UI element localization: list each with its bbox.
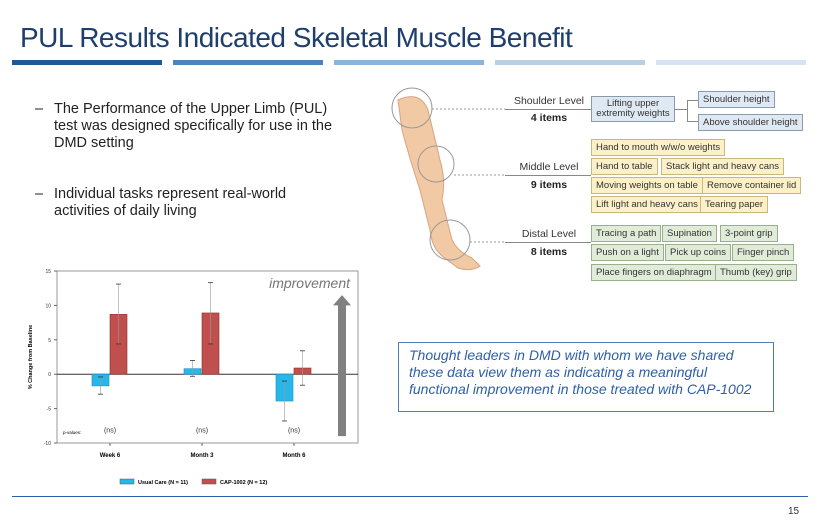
- task-box: Supination: [662, 225, 717, 242]
- x-tick-label: Month 6: [283, 453, 307, 459]
- improvement-arrow: [333, 295, 351, 437]
- task-box: Tracing a path: [591, 225, 662, 242]
- bullet-text: Individual tasks represent real-world ac…: [54, 186, 287, 219]
- improvement-annotation: improvement: [269, 275, 351, 291]
- task-box: Remove container lid: [702, 177, 802, 194]
- title-bar-segment: [495, 60, 645, 65]
- y-axis-label: % Change from Baseline: [28, 325, 34, 390]
- middle-level-count: 9 items: [530, 179, 568, 191]
- y-tick-label: 10: [45, 303, 51, 309]
- title-bar-segment: [173, 60, 323, 65]
- pul-chart: -10 -5 0 5 10 15 % Change from Baseline improve…: [28, 269, 359, 486]
- bullet-text: The Performance of the Upper Limb (PUL) …: [54, 101, 333, 151]
- distal-level-label: Distal Level: [521, 228, 577, 240]
- title-bar-segment: [656, 60, 806, 65]
- task-box: Shoulder height: [698, 91, 775, 108]
- task-box: Pick up coins: [665, 244, 731, 261]
- bullet-dash: –: [35, 101, 44, 117]
- pvalue: (ns): [104, 428, 116, 435]
- pvalue-label: p-values:: [63, 430, 81, 435]
- arm-illustration: [391, 87, 505, 271]
- task-box: Push on a light: [591, 244, 664, 261]
- y-tick-label: -5: [47, 407, 52, 413]
- task-box: Lift light and heavy cans: [591, 196, 703, 213]
- shoulder-level-label: Shoulder Level: [513, 95, 585, 107]
- legend-label: Usual Care (N = 11): [138, 480, 188, 486]
- task-box: Thumb (key) grip: [715, 264, 797, 281]
- x-tick-label: Month 3: [191, 453, 215, 459]
- task-box: Hand to mouth w/w/o weights: [591, 139, 726, 156]
- x-tick-label: Week 6: [100, 453, 121, 459]
- task-box: Place fingers on diaphragm: [591, 264, 717, 281]
- slide-title: PUL Results Indicated Skeletal Muscle Be…: [20, 22, 573, 53]
- y-tick-label: -10: [44, 441, 51, 447]
- title-bar-segment: [12, 60, 162, 65]
- shoulder-level-count: 4 items: [530, 112, 568, 124]
- quote-box: Thought leaders in DMD with whom we have…: [398, 342, 774, 412]
- task-box: Above shoulder height: [698, 114, 803, 131]
- legend-swatch: [201, 478, 217, 485]
- task-box: Finger pinch: [732, 244, 795, 261]
- pvalue: (ns): [196, 428, 208, 435]
- title-bar-segment: [334, 60, 484, 65]
- task-box: Hand to table: [591, 158, 658, 175]
- bullet-dash: –: [35, 186, 44, 202]
- task-box: Stack light and heavy cans: [661, 158, 785, 175]
- legend-label: CAP-1002 (N = 12): [220, 480, 267, 486]
- task-box: Tearing paper: [700, 196, 769, 213]
- distal-level-count: 8 items: [530, 246, 568, 258]
- task-box: Moving weights on table: [591, 177, 703, 194]
- pvalue: (ns): [288, 428, 300, 435]
- y-tick-label: 5: [48, 338, 51, 344]
- task-box: 3-point grip: [720, 225, 778, 242]
- task-box: Lifting upper extremity weights: [591, 96, 675, 122]
- legend-swatch: [119, 478, 135, 485]
- middle-level-label: Middle Level: [519, 161, 579, 173]
- y-tick-label: 15: [45, 269, 51, 275]
- footer-divider: [12, 496, 808, 497]
- page-number: 15: [788, 506, 800, 517]
- y-tick-label: 0: [48, 372, 51, 378]
